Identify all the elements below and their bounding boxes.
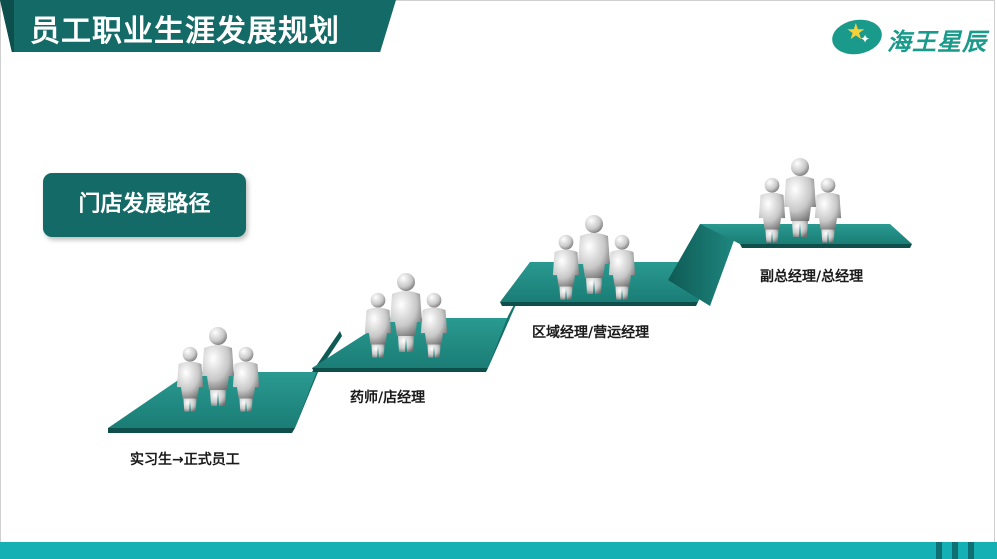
- footer-stripe: [968, 542, 974, 559]
- logo-text: 海王星辰: [887, 28, 987, 56]
- footer-stripe: [952, 542, 958, 559]
- section-box: 门店发展路径: [43, 173, 246, 237]
- step-front-4: [740, 244, 912, 248]
- step-front-2: [312, 368, 488, 372]
- step-label-1: 实习生→正式员工: [130, 452, 240, 468]
- star-icon: ★: [846, 20, 866, 45]
- footer-bar: [0, 542, 997, 559]
- small-star-icon: ✦: [860, 32, 871, 46]
- step-label-2: 药师/店经理: [350, 390, 426, 406]
- step-front-3: [500, 302, 698, 306]
- step-label-4: 副总经理/总经理: [760, 269, 864, 285]
- footer-stripe: [936, 542, 942, 559]
- section-label: 门店发展路径: [78, 192, 211, 217]
- step-front-1: [108, 428, 295, 433]
- page-title: 员工职业生涯发展规划: [30, 14, 340, 49]
- step-label-3: 区域经理/营运经理: [532, 325, 650, 341]
- step-riser-3: [668, 224, 740, 306]
